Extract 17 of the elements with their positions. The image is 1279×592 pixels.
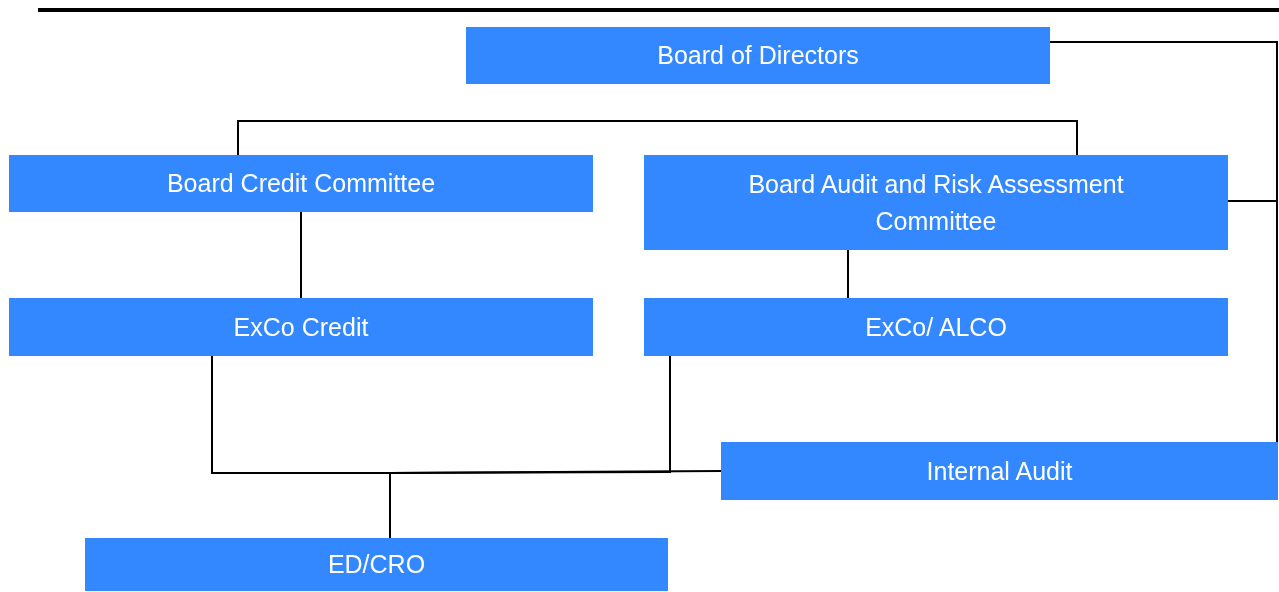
org-box xyxy=(644,155,1228,250)
box-label: ED/CRO xyxy=(327,549,426,580)
org-box xyxy=(9,298,593,356)
box-label: Board Audit and Risk Assessment Committee xyxy=(747,168,1125,237)
org-box xyxy=(85,538,668,591)
box-label: Board Credit Committee xyxy=(166,168,436,199)
org-box xyxy=(9,155,593,212)
connector-line xyxy=(237,120,1078,156)
box-label: Internal Audit xyxy=(926,455,1073,487)
box-label: ExCo Credit xyxy=(233,311,369,343)
box-label: ExCo/ ALCO xyxy=(865,311,1007,343)
connector-line xyxy=(300,211,302,299)
org-box xyxy=(466,27,1050,84)
org-box xyxy=(721,442,1278,500)
connector-line xyxy=(847,249,849,299)
box-label: Board of Directors xyxy=(657,40,859,71)
org-box xyxy=(644,298,1228,356)
